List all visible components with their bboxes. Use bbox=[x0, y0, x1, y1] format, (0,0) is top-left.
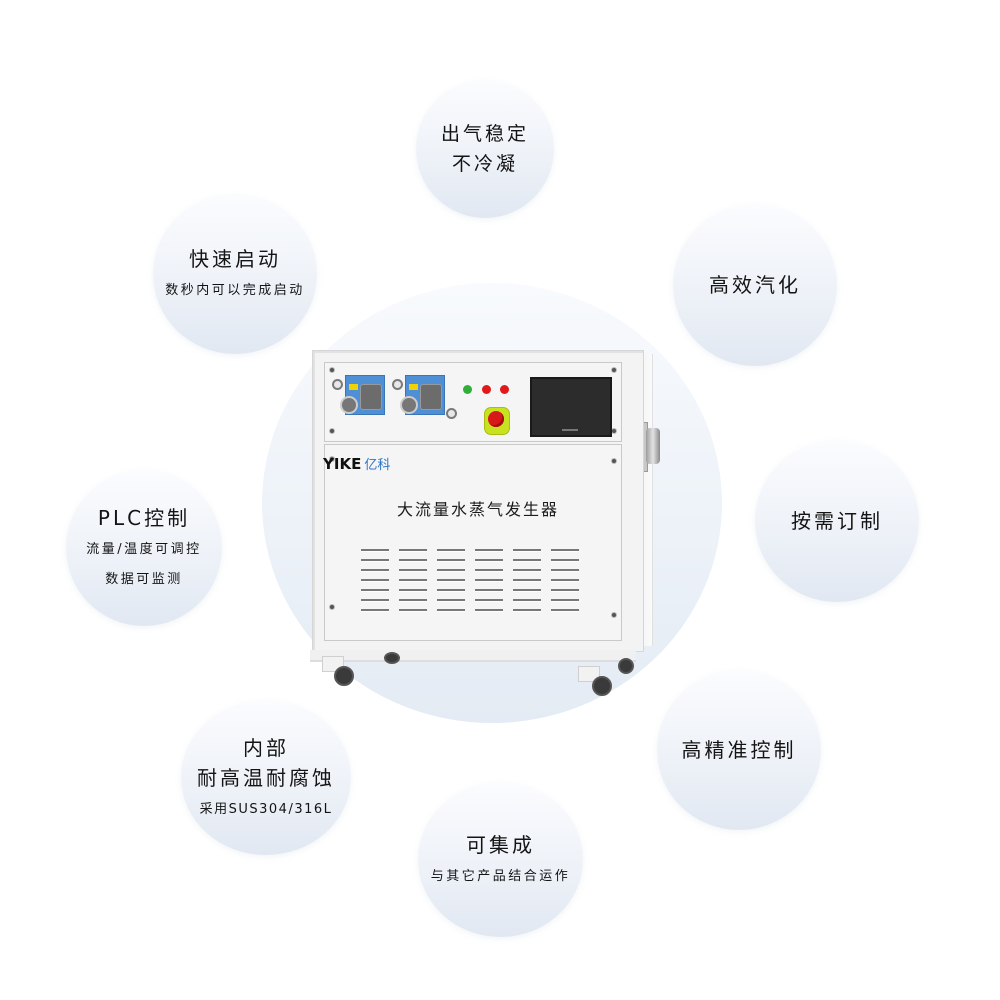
fitting-icon bbox=[392, 379, 403, 390]
wheel-icon bbox=[384, 652, 400, 664]
wheel-icon bbox=[618, 658, 634, 674]
fitting-icon bbox=[446, 408, 457, 419]
feature-subtitle: 数据可监测 bbox=[105, 572, 183, 587]
screw-icon bbox=[612, 459, 616, 463]
feature-internal: 内部 耐高温耐腐蚀 采用SUS304/316L bbox=[181, 700, 351, 855]
feature-title: 耐高温耐腐蚀 bbox=[197, 765, 335, 790]
feature-title: 出气稳定 bbox=[440, 123, 529, 145]
screw-icon bbox=[612, 429, 616, 433]
feature-subtitle: 流量/温度可调控 bbox=[86, 542, 202, 557]
screw-icon bbox=[330, 368, 334, 372]
feature-fast-start: 快速启动 数秒内可以完成启动 bbox=[153, 194, 317, 354]
brand-logo-text: YIKE bbox=[323, 455, 362, 473]
feature-title: 内部 bbox=[243, 735, 289, 760]
metering-pump-icon bbox=[400, 375, 445, 415]
feature-plc: PLC控制 流量/温度可调控 数据可监测 bbox=[66, 470, 222, 626]
feature-title: 快速启动 bbox=[189, 247, 281, 271]
front-panel bbox=[324, 444, 622, 641]
product-name: 大流量水蒸气发生器 bbox=[396, 500, 559, 519]
feature-title: 按需订制 bbox=[791, 509, 883, 533]
emergency-stop-icon bbox=[488, 411, 504, 427]
feature-title: 高效汽化 bbox=[709, 273, 801, 297]
feature-title: 不冷凝 bbox=[451, 153, 518, 175]
feature-title: 高精准控制 bbox=[681, 738, 797, 762]
indicator-green-icon bbox=[463, 385, 472, 394]
indicator-red-icon bbox=[500, 385, 509, 394]
feature-title: 可集成 bbox=[466, 832, 535, 857]
screw-icon bbox=[330, 457, 334, 461]
brand-logo-cn: 亿科 bbox=[364, 458, 391, 473]
feature-subtitle: 采用SUS304/316L bbox=[199, 801, 333, 817]
screw-icon bbox=[612, 368, 616, 372]
wheel-icon bbox=[592, 676, 612, 696]
feature-precision: 高精准控制 bbox=[657, 670, 821, 830]
touchscreen-hmi bbox=[530, 377, 612, 437]
metering-pump-icon bbox=[340, 375, 385, 415]
vent-grille bbox=[361, 549, 601, 612]
feature-subtitle: 数秒内可以完成启动 bbox=[165, 283, 305, 298]
feature-integrable: 可集成 与其它产品结合运作 bbox=[418, 782, 583, 937]
screw-icon bbox=[330, 429, 334, 433]
wheel-icon bbox=[334, 666, 354, 686]
control-panel bbox=[324, 362, 622, 442]
feature-title: PLC控制 bbox=[97, 506, 191, 530]
feature-efficient: 高效汽化 bbox=[673, 204, 837, 366]
screw-icon bbox=[612, 613, 616, 617]
feature-custom: 按需订制 bbox=[755, 440, 919, 602]
feature-stable-output: 出气稳定 不冷凝 bbox=[416, 80, 554, 218]
screw-icon bbox=[330, 605, 334, 609]
fitting-icon bbox=[332, 379, 343, 390]
valve-handwheel-icon bbox=[646, 428, 660, 464]
cabinet-base bbox=[310, 650, 636, 662]
indicator-red-icon bbox=[482, 385, 491, 394]
feature-subtitle: 与其它产品结合运作 bbox=[430, 868, 571, 884]
